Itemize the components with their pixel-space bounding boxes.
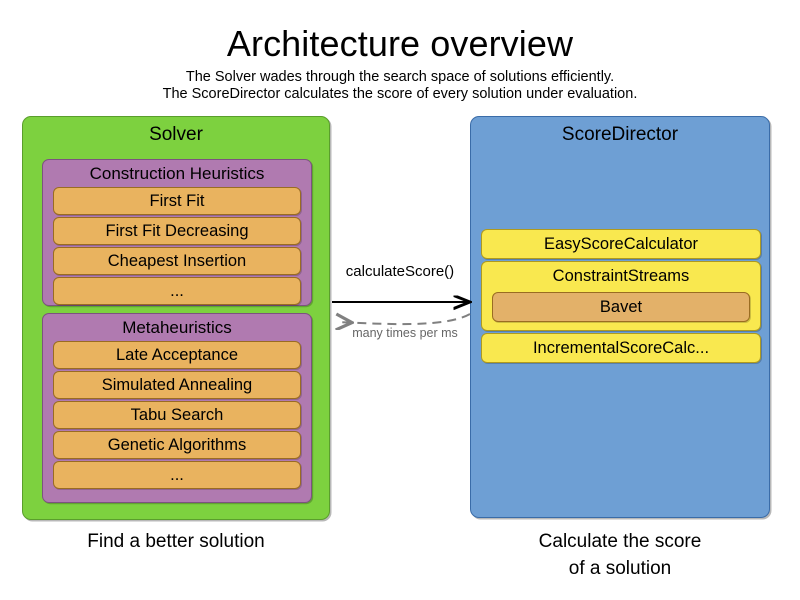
diagram-header: Architecture overview The Solver wades t… (0, 22, 800, 103)
calculator-easy-score-label: EasyScoreCalculator (543, 235, 699, 253)
caption-solver: Find a better solution (87, 531, 265, 552)
caption-score-director-line-2: of a solution (568, 558, 672, 579)
arrow-label-calculate-score: calculateScore() (345, 263, 455, 280)
group-title-construction-heuristics: Construction Heuristics (89, 164, 265, 183)
construction-heuristics-items: First Fit First Fit Decreasing Cheapest … (53, 187, 301, 305)
score-director-panel[interactable]: ScoreDirector EasyScoreCalculator Constr… (470, 116, 770, 518)
group-metaheuristics[interactable]: Metaheuristics Late Acceptance Simulated… (42, 313, 312, 503)
list-item[interactable]: ... (53, 277, 301, 305)
list-item[interactable]: Simulated Annealing (53, 371, 301, 399)
page-title: Architecture overview (226, 23, 574, 64)
group-construction-heuristics[interactable]: Construction Heuristics First Fit First … (42, 159, 312, 306)
list-item[interactable]: Late Acceptance (53, 341, 301, 369)
solver-panel-title: Solver (149, 124, 203, 145)
arrow-group: calculateScore() many times per ms (325, 262, 480, 352)
caption-score-director-line-1: Calculate the score (538, 531, 702, 552)
group-title-metaheuristics: Metaheuristics (122, 318, 232, 337)
arrow-label-many-times-per-ms: many times per ms (352, 326, 458, 340)
calculator-bavet[interactable]: Bavet (492, 292, 750, 322)
list-item[interactable]: Cheapest Insertion (53, 247, 301, 275)
score-director-panel-title: ScoreDirector (561, 124, 679, 145)
subtitle-line-2: The ScoreDirector calculates the score o… (162, 86, 638, 102)
calculator-constraint-streams[interactable]: ConstraintStreams Bavet (481, 261, 761, 331)
list-item[interactable]: First Fit Decreasing (53, 217, 301, 245)
list-item[interactable]: First Fit (53, 187, 301, 215)
calculator-constraint-streams-label: ConstraintStreams (552, 267, 690, 285)
calculator-incremental-score[interactable]: IncrementalScoreCalc... (481, 333, 761, 363)
calculator-easy-score[interactable]: EasyScoreCalculator (481, 229, 761, 259)
solver-panel[interactable]: Solver Construction Heuristics First Fit… (22, 116, 330, 520)
list-item[interactable]: ... (53, 461, 301, 489)
subtitle-line-1: The Solver wades through the search spac… (185, 69, 615, 85)
arrow-return (337, 314, 471, 324)
caption-score-director: Calculate the score of a solution (470, 528, 770, 582)
list-item[interactable]: Genetic Algorithms (53, 431, 301, 459)
subtitle-block: The Solver wades through the search spac… (0, 69, 800, 103)
arrow-svg (332, 262, 480, 352)
metaheuristics-items: Late Acceptance Simulated Annealing Tabu… (53, 341, 301, 489)
calculator-incremental-score-label: IncrementalScoreCalc... (532, 339, 710, 357)
list-item[interactable]: Tabu Search (53, 401, 301, 429)
